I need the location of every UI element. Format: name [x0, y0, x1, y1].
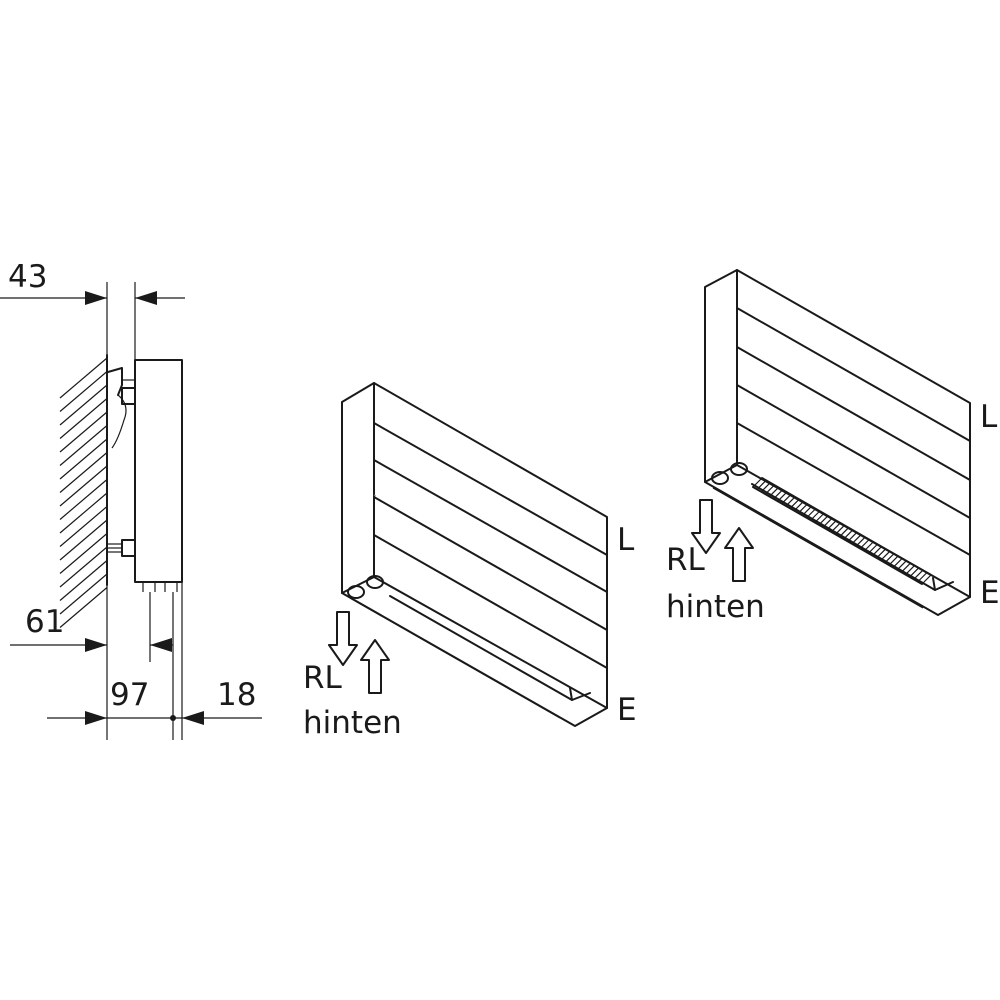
grille-slat: [896, 560, 907, 571]
hatch-line: [59, 438, 108, 480]
hatch-line: [59, 546, 108, 588]
wall-bracket-top: [107, 367, 136, 449]
hatch-line: [59, 411, 108, 453]
grille-slat: [806, 508, 817, 519]
grille-slat: [917, 572, 928, 583]
radiator-front-vent-label: E: [617, 692, 637, 728]
grille-slat: [876, 548, 887, 559]
grille-slat: [752, 477, 763, 488]
grille-slat: [847, 531, 858, 542]
grille-slat: [773, 489, 784, 500]
grille-slat: [835, 524, 845, 535]
grille-slat: [814, 513, 825, 523]
grille-slat: [769, 487, 779, 497]
grille-slat: [789, 498, 800, 509]
hatch-line: [59, 492, 108, 534]
grille-slat: [760, 482, 771, 493]
grille-slat: [855, 536, 866, 547]
hatch-line: [59, 533, 108, 574]
grille-slat: [859, 539, 870, 549]
grille-slat: [892, 558, 903, 568]
radiator-grille-vent-label: E: [980, 575, 1000, 611]
supply-arrow-up-icon: [360, 639, 390, 694]
hatch-line: [59, 371, 108, 412]
grille-slat: [830, 522, 841, 533]
convector-grille: [752, 477, 932, 585]
grille-slat: [764, 484, 775, 495]
hatch-line: [59, 425, 108, 466]
grille-slat: [900, 562, 911, 573]
radiator-grille-isometric: L E RL hinten: [666, 269, 1000, 625]
grille-slat: [843, 529, 854, 540]
grille-slat: [756, 479, 767, 490]
radiator-front-return-label: RL: [303, 660, 343, 696]
dimension-43: 43: [0, 259, 185, 360]
grille-slat: [818, 515, 829, 526]
dimension-61-label: 61: [25, 604, 64, 640]
supply-arrow-up-icon: [724, 527, 754, 582]
grille-slat: [867, 543, 878, 554]
grille-slat: [851, 534, 862, 545]
dimension-43-label: 43: [8, 259, 47, 295]
grille-slat: [888, 555, 899, 566]
grille-slat: [872, 546, 882, 557]
hatch-line: [59, 384, 108, 426]
grille-slat: [797, 503, 808, 514]
hatch-line: [59, 479, 108, 520]
hatch-line: [59, 573, 108, 615]
hatch-line: [59, 560, 108, 601]
hatch-line: [59, 519, 108, 561]
grille-slat: [826, 520, 837, 531]
grille-slat: [785, 496, 796, 507]
dimension-61: 61: [10, 582, 183, 740]
return-arrow-down-icon: [691, 499, 721, 554]
radiator-front-isometric: L E RL hinten: [303, 382, 637, 741]
side-view: 43 61 97 18: [0, 259, 262, 740]
grille-slat: [793, 501, 804, 512]
wall-hatching: [59, 354, 108, 628]
radiator-grille-supply-label: L: [980, 399, 998, 435]
hatch-line: [59, 506, 108, 547]
hatch-line: [59, 398, 108, 439]
grille-slat: [913, 569, 924, 580]
grille-slat: [839, 527, 849, 538]
radiator-grille-return-position: hinten: [666, 589, 765, 625]
wall-bracket-bottom: [108, 539, 136, 557]
dimension-18-label: 18: [217, 677, 256, 713]
dimension-97-18: 97 18: [47, 677, 262, 725]
radiator-grille-return-label: RL: [666, 542, 706, 578]
grille-slat: [781, 494, 792, 504]
hatch-line: [59, 465, 108, 507]
radiator-side-body: [134, 359, 183, 583]
dimension-97-label: 97: [110, 677, 149, 713]
hatch-line: [59, 357, 108, 399]
grille-slat: [863, 541, 874, 552]
grille-slat: [802, 505, 812, 516]
grille-slat: [905, 565, 915, 575]
grille-slat: [921, 574, 932, 585]
hatch-line: [59, 452, 108, 493]
grille-slat: [810, 510, 821, 521]
grille-slat: [884, 553, 895, 564]
grille-slat: [880, 550, 891, 561]
hatch-line: [59, 587, 108, 628]
grille-slat: [822, 517, 833, 528]
return-arrow-down-icon: [328, 611, 358, 666]
grille-slat: [777, 491, 788, 502]
radiator-front-supply-label: L: [617, 522, 635, 558]
radiator-front-return-position: hinten: [303, 705, 402, 741]
grille-slat: [909, 567, 920, 578]
